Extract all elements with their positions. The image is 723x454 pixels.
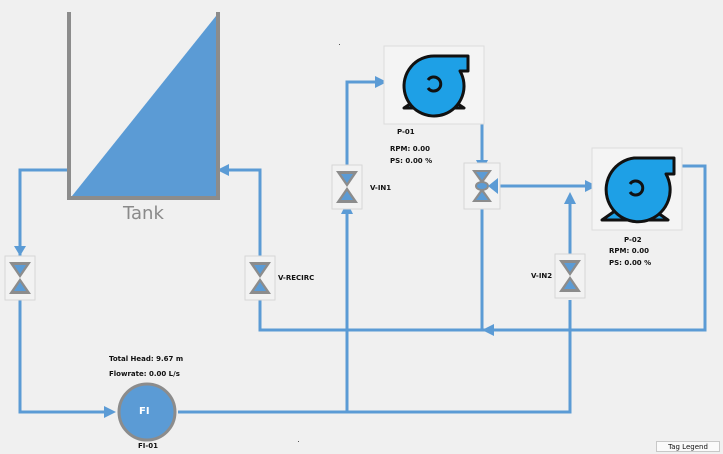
arrow-icon — [482, 324, 494, 336]
valve-v-in2-tag: V-IN2 — [531, 272, 553, 280]
valve-v-in1[interactable] — [331, 164, 363, 210]
total-head-readout: Total Head: 9.67 m — [109, 355, 184, 363]
pipe-fi-outlet — [178, 300, 572, 414]
arrow-icon — [14, 246, 26, 256]
arrow-icon — [375, 76, 387, 88]
tag-legend-button[interactable]: Tag Legend — [656, 441, 720, 452]
pump-p01-rpm: RPM: 0.00 — [390, 145, 430, 153]
arrow-icon — [585, 180, 597, 192]
pump-p02[interactable] — [591, 147, 683, 231]
valve-3way[interactable] — [463, 162, 501, 210]
pump-p02-tag: P-02 — [624, 236, 642, 244]
valve-v-in2[interactable] — [554, 253, 586, 299]
pipes — [18, 62, 707, 414]
arrow-icon — [104, 406, 116, 418]
tank[interactable] — [67, 12, 220, 200]
valve-v-recirc-tag: V-RECIRC — [278, 274, 315, 282]
stray-dot — [298, 441, 299, 442]
pipe-to-p01 — [345, 80, 380, 412]
valve-v-in1-tag: V-IN1 — [370, 184, 392, 192]
pump-p01-tag: P-01 — [397, 128, 415, 136]
flow-indicator-fi01[interactable] — [117, 382, 177, 442]
valve-tank-outlet[interactable] — [4, 255, 36, 301]
arrow-icon — [564, 192, 576, 204]
pump-p02-rpm: RPM: 0.00 — [609, 247, 649, 255]
valve-v-recirc[interactable] — [244, 255, 276, 301]
flow-arrows — [14, 76, 597, 418]
arrow-icon — [217, 164, 229, 176]
stray-dot — [339, 44, 340, 45]
flowrate-readout: Flowrate: 0.00 L/s — [109, 370, 180, 378]
tank-walls — [67, 12, 220, 200]
pump-p01-ps: PS: 0.00 % — [390, 157, 433, 165]
pipe-recirc-up — [224, 168, 262, 260]
pump-p01[interactable] — [383, 45, 485, 125]
pump-p02-ps: PS: 0.00 % — [609, 259, 652, 267]
tank-label: Tank — [123, 203, 164, 224]
pipe-p02-outlet — [258, 164, 707, 332]
fi-tag: FI-01 — [138, 442, 159, 450]
tank-level-fill — [72, 16, 216, 196]
fi-symbol: FI — [139, 406, 150, 417]
